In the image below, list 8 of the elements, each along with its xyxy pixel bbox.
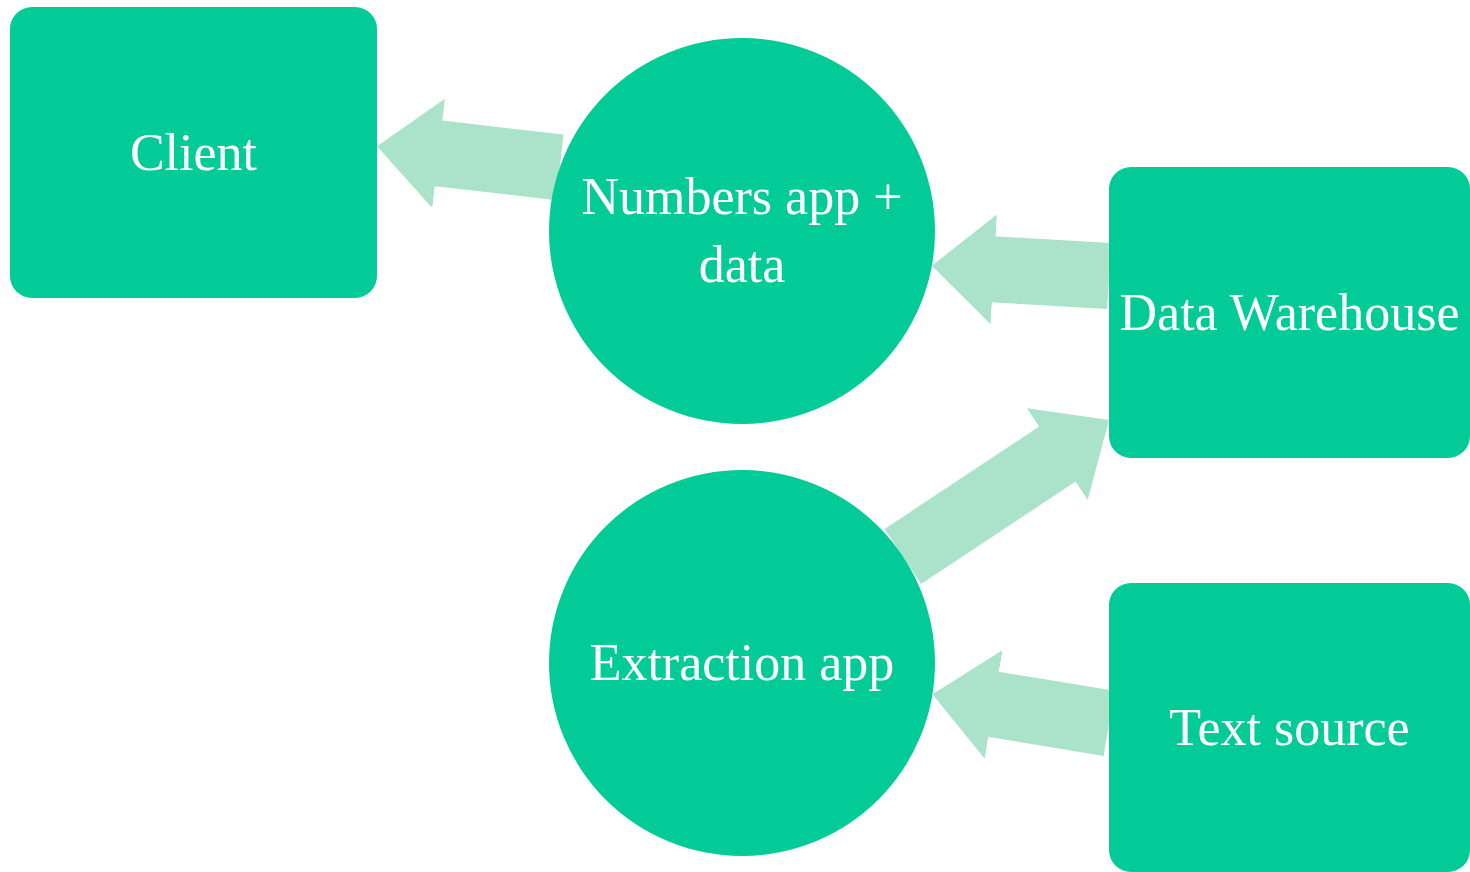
process-box — [10, 7, 377, 298]
node-label: Data Warehouse — [1119, 282, 1460, 343]
node-label: Extraction app — [589, 633, 895, 694]
process-box — [1109, 167, 1470, 458]
node-label: Client — [129, 122, 258, 183]
process-box — [1109, 583, 1470, 872]
node-label: Numbers app + data — [580, 167, 904, 295]
node-label: Text source — [1169, 697, 1410, 758]
